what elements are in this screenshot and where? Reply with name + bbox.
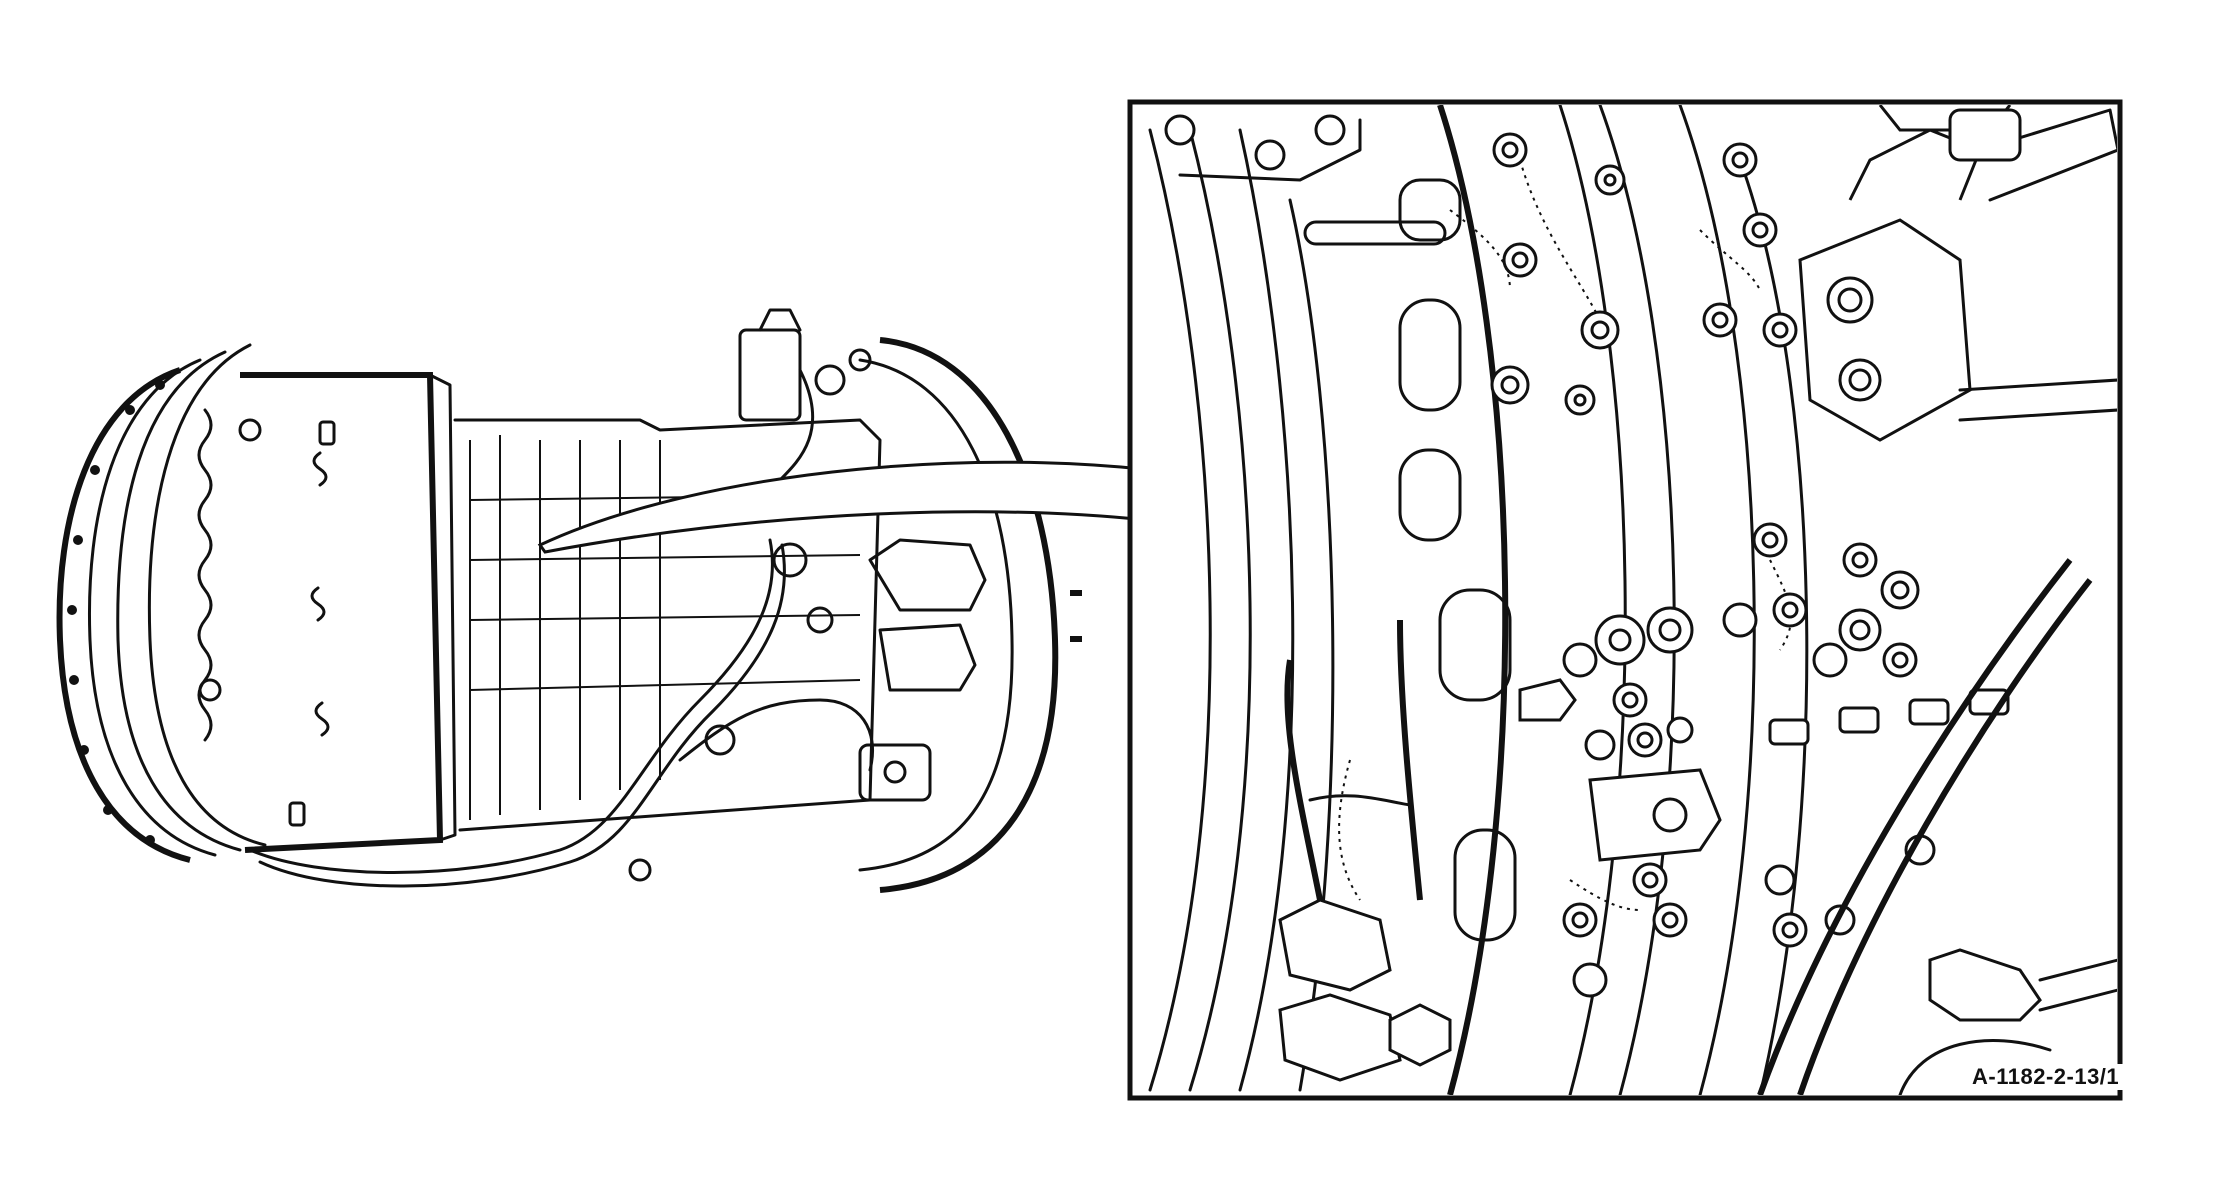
- detail-view-drawing: [1127, 99, 2123, 1101]
- engine-overview-drawing: [56, 308, 1082, 893]
- figure-label: A-1182-2-13/1: [1968, 1064, 2124, 1090]
